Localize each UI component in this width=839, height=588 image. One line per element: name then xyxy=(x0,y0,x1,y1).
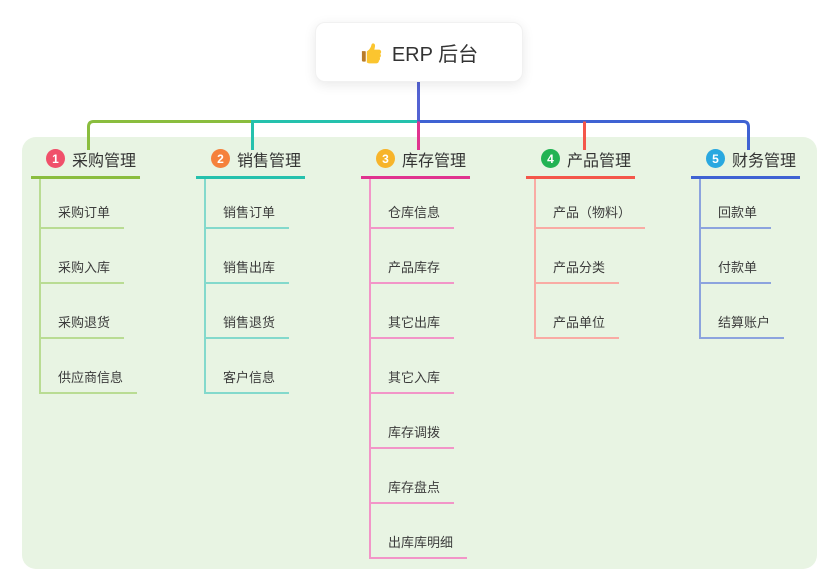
branch-title-node[interactable]: 1 采购管理 xyxy=(31,148,140,179)
mindmap-panel xyxy=(22,137,817,569)
child-node[interactable]: 产品（物料） xyxy=(536,179,646,229)
child-node[interactable]: 销售退货 xyxy=(206,284,290,339)
child-node[interactable]: 采购入库 xyxy=(41,229,125,284)
child-node[interactable]: 仓库信息 xyxy=(371,179,455,229)
branch-children: 采购订单采购入库采购退货供应商信息 xyxy=(39,179,138,394)
child-node[interactable]: 付款单 xyxy=(701,229,772,284)
branch-2: 2 销售管理 销售订单销售出库销售退货客户信息 xyxy=(196,148,305,394)
child-node[interactable]: 库存盘点 xyxy=(371,449,455,504)
root-title: ERP 后台 xyxy=(391,43,479,66)
branch-label: 库存管理 xyxy=(402,152,467,170)
thumbs-up-icon xyxy=(361,42,382,63)
child-node[interactable]: 采购退货 xyxy=(41,284,125,339)
branch-1: 1 采购管理 采购订单采购入库采购退货供应商信息 xyxy=(31,148,140,394)
branch-title-node[interactable]: 3 库存管理 xyxy=(361,148,470,179)
branch-4: 4 产品管理 产品（物料）产品分类产品单位 xyxy=(526,148,646,339)
branch-label: 财务管理 xyxy=(732,152,797,170)
branch-title-node[interactable]: 4 产品管理 xyxy=(526,148,635,179)
child-node[interactable]: 回款单 xyxy=(701,179,772,229)
branch-label: 产品管理 xyxy=(567,152,632,170)
branch-title-node[interactable]: 5 财务管理 xyxy=(691,148,800,179)
branch-children: 仓库信息产品库存其它出库其它入库库存调拨库存盘点出库库明细 xyxy=(369,179,468,559)
child-node[interactable]: 出库库明细 xyxy=(371,504,468,559)
child-node[interactable]: 产品单位 xyxy=(536,284,620,339)
branch-label: 采购管理 xyxy=(72,152,137,170)
child-node[interactable]: 采购订单 xyxy=(41,179,125,229)
branch-number-badge: 2 xyxy=(211,149,230,168)
child-node[interactable]: 客户信息 xyxy=(206,339,290,394)
branch-number-badge: 5 xyxy=(706,149,725,168)
branch-children: 回款单付款单结算账户 xyxy=(699,179,785,339)
child-node[interactable]: 其它入库 xyxy=(371,339,455,394)
child-node[interactable]: 库存调拨 xyxy=(371,394,455,449)
branch-3: 3 库存管理 仓库信息产品库存其它出库其它入库库存调拨库存盘点出库库明细 xyxy=(361,148,470,559)
child-node[interactable]: 产品库存 xyxy=(371,229,455,284)
branch-number-badge: 1 xyxy=(46,149,65,168)
branch-title-node[interactable]: 2 销售管理 xyxy=(196,148,305,179)
branch-label: 销售管理 xyxy=(237,152,302,170)
branch-number-badge: 3 xyxy=(376,149,395,168)
child-node[interactable]: 销售订单 xyxy=(206,179,290,229)
child-node[interactable]: 供应商信息 xyxy=(41,339,138,394)
child-node[interactable]: 产品分类 xyxy=(536,229,620,284)
child-node[interactable]: 销售出库 xyxy=(206,229,290,284)
branch-5: 5 财务管理 回款单付款单结算账户 xyxy=(691,148,800,339)
child-node[interactable]: 其它出库 xyxy=(371,284,455,339)
child-node[interactable]: 结算账户 xyxy=(701,284,785,339)
root-node[interactable]: ERP 后台 xyxy=(315,22,523,82)
branch-children: 销售订单销售出库销售退货客户信息 xyxy=(204,179,290,394)
branch-number-badge: 4 xyxy=(541,149,560,168)
branch-children: 产品（物料）产品分类产品单位 xyxy=(534,179,646,339)
